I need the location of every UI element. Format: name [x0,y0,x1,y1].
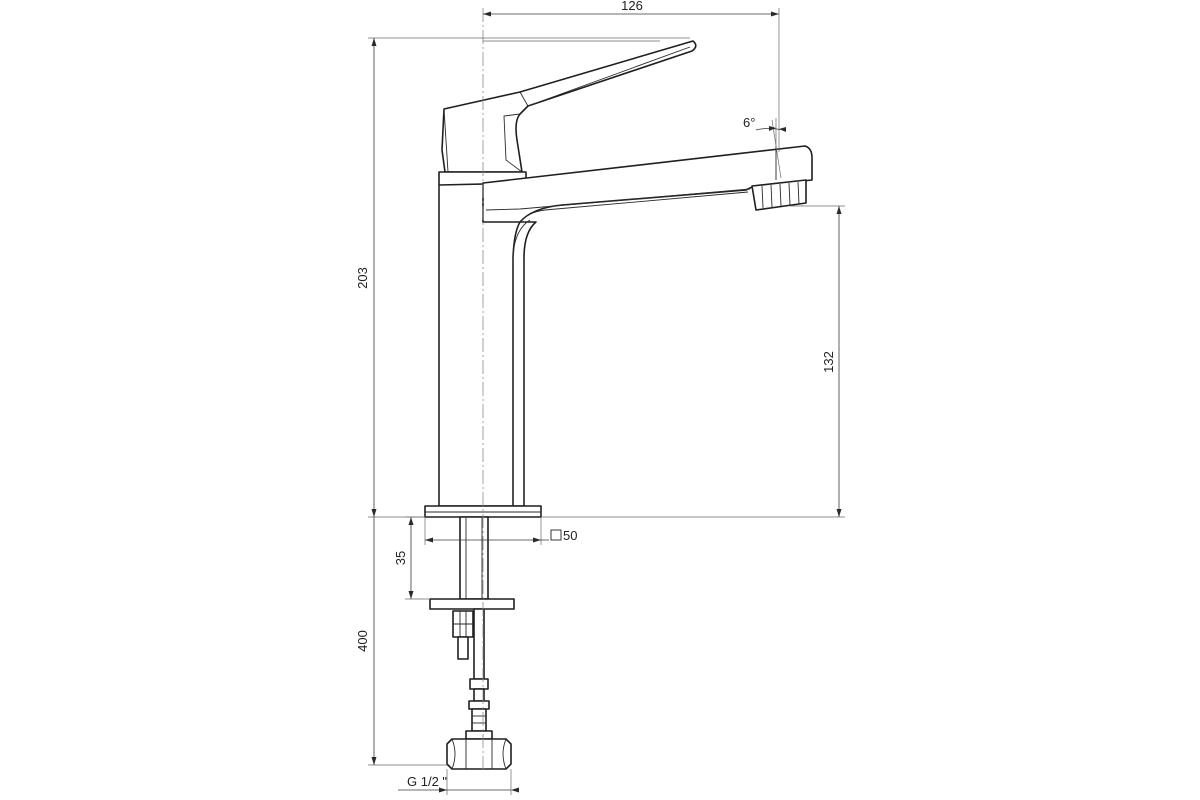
dimension-label-thread: G 1/2 " [407,774,447,789]
lock-nut [452,610,474,660]
dimension-label-depth: 35 [393,551,408,565]
dimension-height-132: 132 [541,205,845,518]
aerator [751,179,807,211]
dimension-label-total-height: 203 [355,267,370,289]
square-symbol-icon [550,529,562,541]
dimension-label-angle: 6° [743,115,755,130]
faucet-drawing [424,40,813,770]
dimension-hose-400: 400 [355,517,447,766]
fixing-plate [429,598,515,610]
dimension-depth-35: 35 [393,516,430,600]
spout [482,145,813,223]
dimension-angle-6: 6° [743,115,786,179]
center-line [482,8,660,770]
flexible-hose [465,608,493,740]
dimension-label-hose-length: 400 [355,630,370,652]
dimension-label-spout-height: 132 [821,351,836,373]
dimension-label-width: 126 [621,0,643,13]
dimension-label-base: 50 [563,528,577,543]
dimension-thread: G 1/2 " [398,769,519,795]
dimension-width-126: 126 [483,0,780,152]
faucet-body [438,185,537,507]
hex-connection-nut [446,738,512,770]
dimension-base-50: 50 [424,517,577,545]
threaded-stud [459,516,489,600]
lever-handle [441,40,697,173]
